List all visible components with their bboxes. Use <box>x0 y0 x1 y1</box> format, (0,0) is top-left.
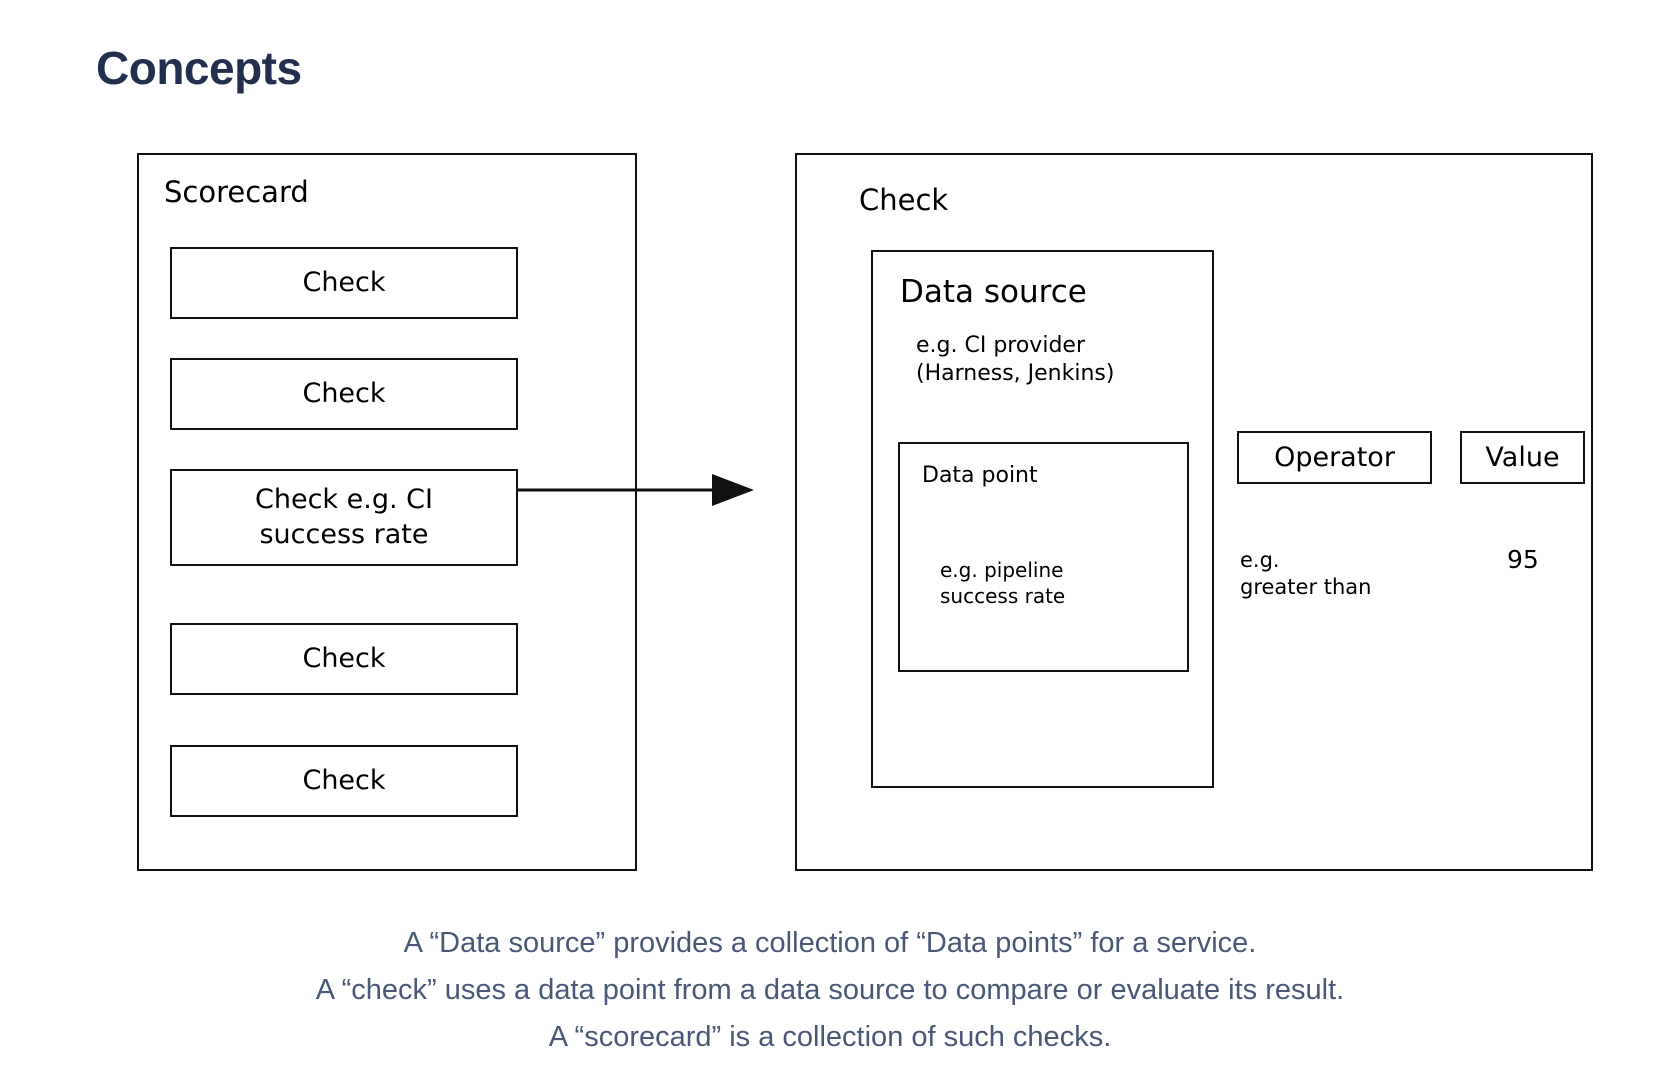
scorecard-title: Scorecard <box>164 175 309 209</box>
value-box: Value <box>1460 431 1585 484</box>
caption-line-1: A “Data source” provides a collection of… <box>403 927 1257 959</box>
concepts-diagram: Scorecard Check Check Check e.g. CI succ… <box>137 153 1593 871</box>
data-source-box: Data source e.g. CI provider (Harness, J… <box>871 250 1214 788</box>
check-label: Check <box>302 377 386 409</box>
check-label: Check <box>302 266 386 298</box>
scorecard-check-item[interactable]: Check <box>170 247 518 319</box>
value-note: 95 <box>1507 545 1539 574</box>
caption-line-3: A “scorecard” is a collection of such ch… <box>548 1020 1112 1053</box>
check-panel-title: Check <box>859 183 949 217</box>
check-label: Check e.g. CI success rate <box>255 483 433 550</box>
check-label: Check <box>302 764 386 796</box>
scorecard-check-item[interactable]: Check <box>170 358 518 430</box>
value-label: Value <box>1485 442 1560 473</box>
operator-note: e.g. greater than <box>1240 548 1372 600</box>
data-source-note: e.g. CI provider (Harness, Jenkins) <box>916 333 1115 386</box>
scorecard-check-item[interactable]: Check <box>170 745 518 817</box>
arrow-right-icon <box>516 474 754 506</box>
data-point-note: e.g. pipeline success rate <box>940 558 1066 608</box>
check-label: Check <box>302 642 386 674</box>
data-point-box: Data point e.g. pipeline success rate <box>898 442 1189 672</box>
page-title: Concepts <box>96 41 302 94</box>
scorecard-check-item[interactable]: Check <box>170 623 518 695</box>
caption-line-2: A “check” uses a data point from a data … <box>315 973 1345 1006</box>
scorecard-check-item-ci-success-rate[interactable]: Check e.g. CI success rate <box>170 469 518 566</box>
caption: A “Data source” provides a collection of… <box>0 920 1660 1061</box>
scorecard-panel: Scorecard Check Check Check e.g. CI succ… <box>137 153 637 871</box>
data-point-title: Data point <box>922 463 1038 488</box>
check-panel: Check Data source e.g. CI provider (Harn… <box>795 153 1593 871</box>
operator-label: Operator <box>1274 442 1395 473</box>
operator-box: Operator <box>1237 431 1432 484</box>
data-source-title: Data source <box>900 274 1087 310</box>
